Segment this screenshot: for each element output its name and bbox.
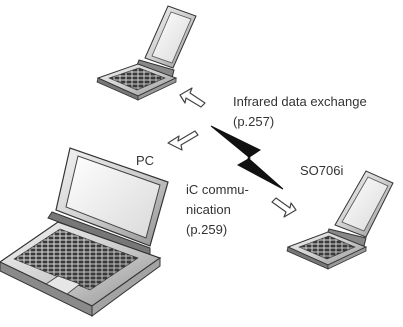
ic-page-label: (p.259)	[186, 222, 228, 237]
arrow-down-right-icon	[271, 197, 297, 218]
lightning-icon	[210, 125, 284, 190]
laptop-icon	[0, 147, 169, 317]
phone-top-icon	[96, 5, 197, 101]
arrow-icons	[167, 87, 297, 218]
phone-right-icon	[286, 170, 394, 270]
arrow-up-left-icon	[179, 87, 206, 108]
phone-model-label: SO706i	[300, 163, 344, 178]
ic-label-line1: iC commu-	[186, 182, 249, 197]
pc-label: PC	[136, 153, 155, 168]
infrared-page-label: (p.257)	[233, 114, 275, 129]
ic-label-line2: nication	[186, 202, 231, 217]
arrow-down-left-icon	[167, 130, 199, 151]
infrared-label: Infrared data exchange	[233, 94, 367, 109]
